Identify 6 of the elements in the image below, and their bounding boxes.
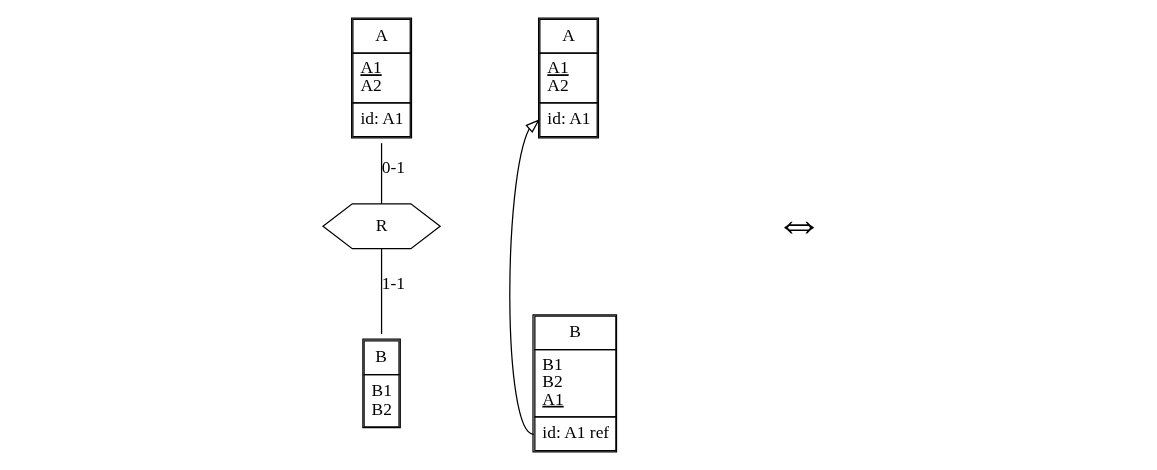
edge-label: 1-1 bbox=[381, 272, 406, 293]
connector bbox=[380, 248, 383, 335]
label: ⇔ bbox=[774, 194, 825, 250]
connector bbox=[380, 142, 383, 205]
edge-label: 0-1 bbox=[381, 156, 406, 177]
arrow bbox=[509, 119, 540, 436]
